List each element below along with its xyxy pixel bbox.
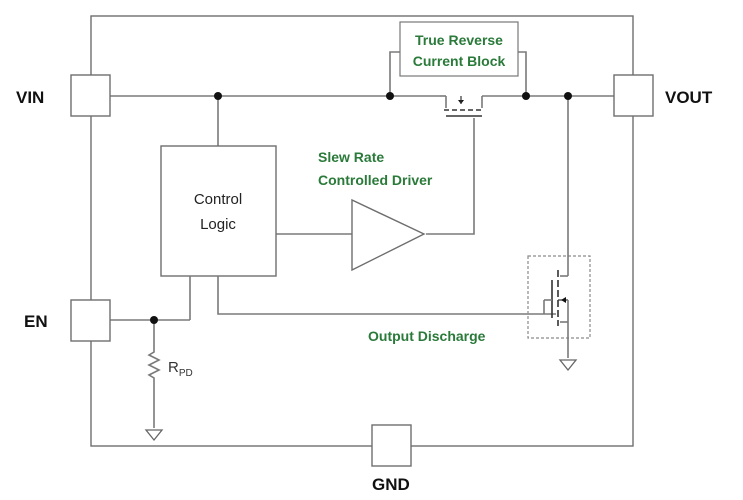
junction-dot bbox=[564, 92, 572, 100]
gnd-pad bbox=[371, 424, 412, 467]
vin-label: VIN bbox=[16, 88, 44, 107]
en-label: EN bbox=[24, 312, 48, 331]
en-pad bbox=[70, 299, 111, 342]
rpd-resistor bbox=[147, 348, 161, 428]
reverse-block-label-line2: Current Block bbox=[413, 53, 506, 69]
junction-dot bbox=[214, 92, 222, 100]
discharge-fet bbox=[543, 96, 569, 358]
vin-pad bbox=[70, 74, 111, 117]
discharge-ground-icon bbox=[558, 359, 578, 372]
junction-dot bbox=[386, 92, 394, 100]
reverse-block-right-wire bbox=[518, 51, 527, 96]
reverse-block-left-wire bbox=[389, 51, 400, 96]
pass-fet bbox=[440, 95, 484, 117]
control-logic-block bbox=[160, 145, 277, 277]
discharge-dashed-box bbox=[527, 255, 591, 339]
junction-dot bbox=[150, 316, 158, 324]
reverse-block-label-line1: True Reverse bbox=[415, 32, 503, 48]
reverse-current-block bbox=[399, 21, 519, 77]
gate-drive-wire bbox=[426, 118, 475, 235]
discharge-control-wire bbox=[217, 276, 556, 315]
control-logic-label-line1: Control bbox=[194, 191, 242, 208]
control-logic-label-line2: Logic bbox=[200, 216, 236, 233]
gnd-label: GND bbox=[372, 475, 410, 494]
output-discharge-label: Output Discharge bbox=[368, 328, 486, 344]
slew-rate-driver bbox=[351, 198, 426, 272]
driver-label-line2: Controlled Driver bbox=[318, 172, 433, 188]
vout-label: VOUT bbox=[665, 88, 713, 107]
rpd-label: RPD bbox=[168, 359, 193, 379]
vout-pad bbox=[613, 74, 654, 117]
driver-label-line1: Slew Rate bbox=[318, 149, 384, 165]
junction-dot bbox=[522, 92, 530, 100]
rpd-ground-icon bbox=[144, 429, 164, 442]
